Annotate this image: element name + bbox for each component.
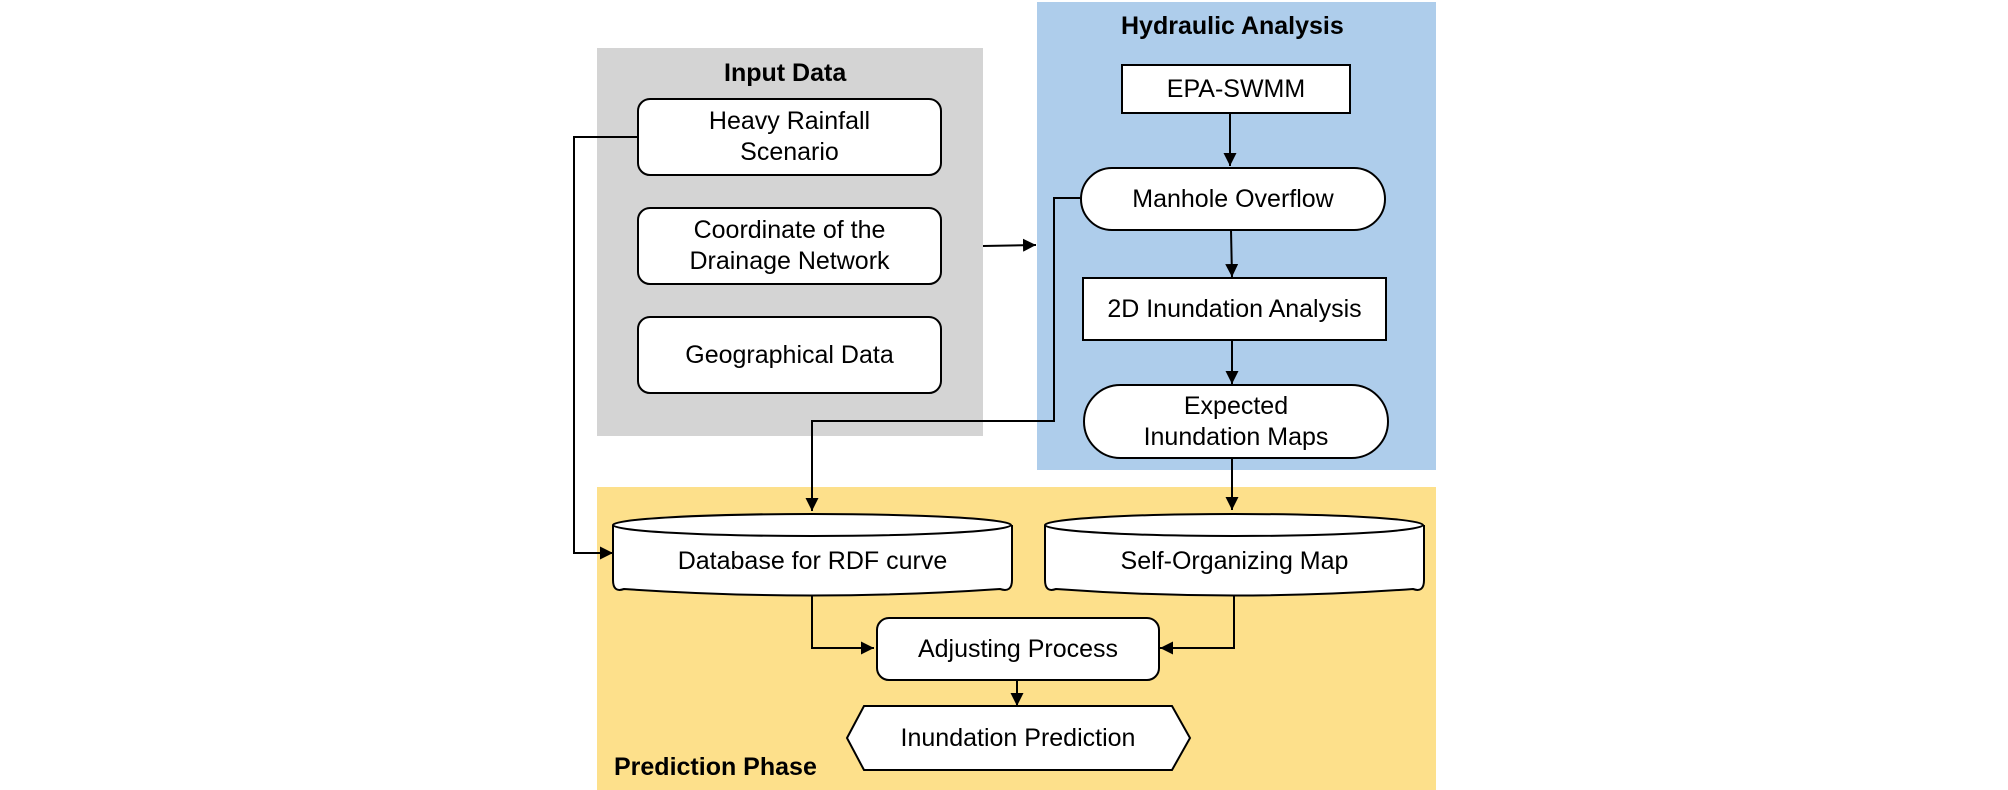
som-cylinder-shape bbox=[1044, 513, 1425, 597]
database-cylinder-shape bbox=[612, 513, 1013, 597]
expected-inundation-maps-node: Expected Inundation Maps bbox=[1083, 384, 1389, 459]
database-rdf-curve-label: Database for RDF curve bbox=[677, 546, 948, 575]
edge-database-to-adjusting bbox=[811, 590, 874, 655]
geographical-data-box: Geographical Data bbox=[637, 316, 942, 394]
edge-input-to-hydraulic bbox=[982, 238, 1037, 252]
epa-swmm-box: EPA-SWMM bbox=[1121, 64, 1351, 114]
edge-manhole-to-2d bbox=[1225, 229, 1239, 278]
inundation-prediction-label: Inundation Prediction bbox=[900, 723, 1136, 752]
inundation-prediction-hexagon bbox=[845, 705, 1192, 771]
heavy-rainfall-scenario-box: Heavy Rainfall Scenario bbox=[637, 98, 942, 176]
drainage-network-coordinate-box: Coordinate of the Drainage Network bbox=[637, 207, 942, 285]
manhole-overflow-node: Manhole Overflow bbox=[1080, 167, 1386, 231]
self-organizing-map-label: Self-Organizing Map bbox=[1120, 546, 1349, 575]
edge-som-to-adjusting bbox=[1160, 590, 1235, 655]
hydraulic-analysis-title: Hydraulic Analysis bbox=[1121, 12, 1344, 40]
edge-rainfall-to-database bbox=[573, 136, 637, 560]
adjusting-process-box: Adjusting Process bbox=[876, 617, 1160, 681]
prediction-phase-title: Prediction Phase bbox=[614, 753, 817, 781]
inundation-analysis-2d-box: 2D Inundation Analysis bbox=[1082, 277, 1387, 341]
edge-manhole-to-database bbox=[805, 197, 1080, 511]
input-data-title: Input Data bbox=[724, 59, 847, 87]
